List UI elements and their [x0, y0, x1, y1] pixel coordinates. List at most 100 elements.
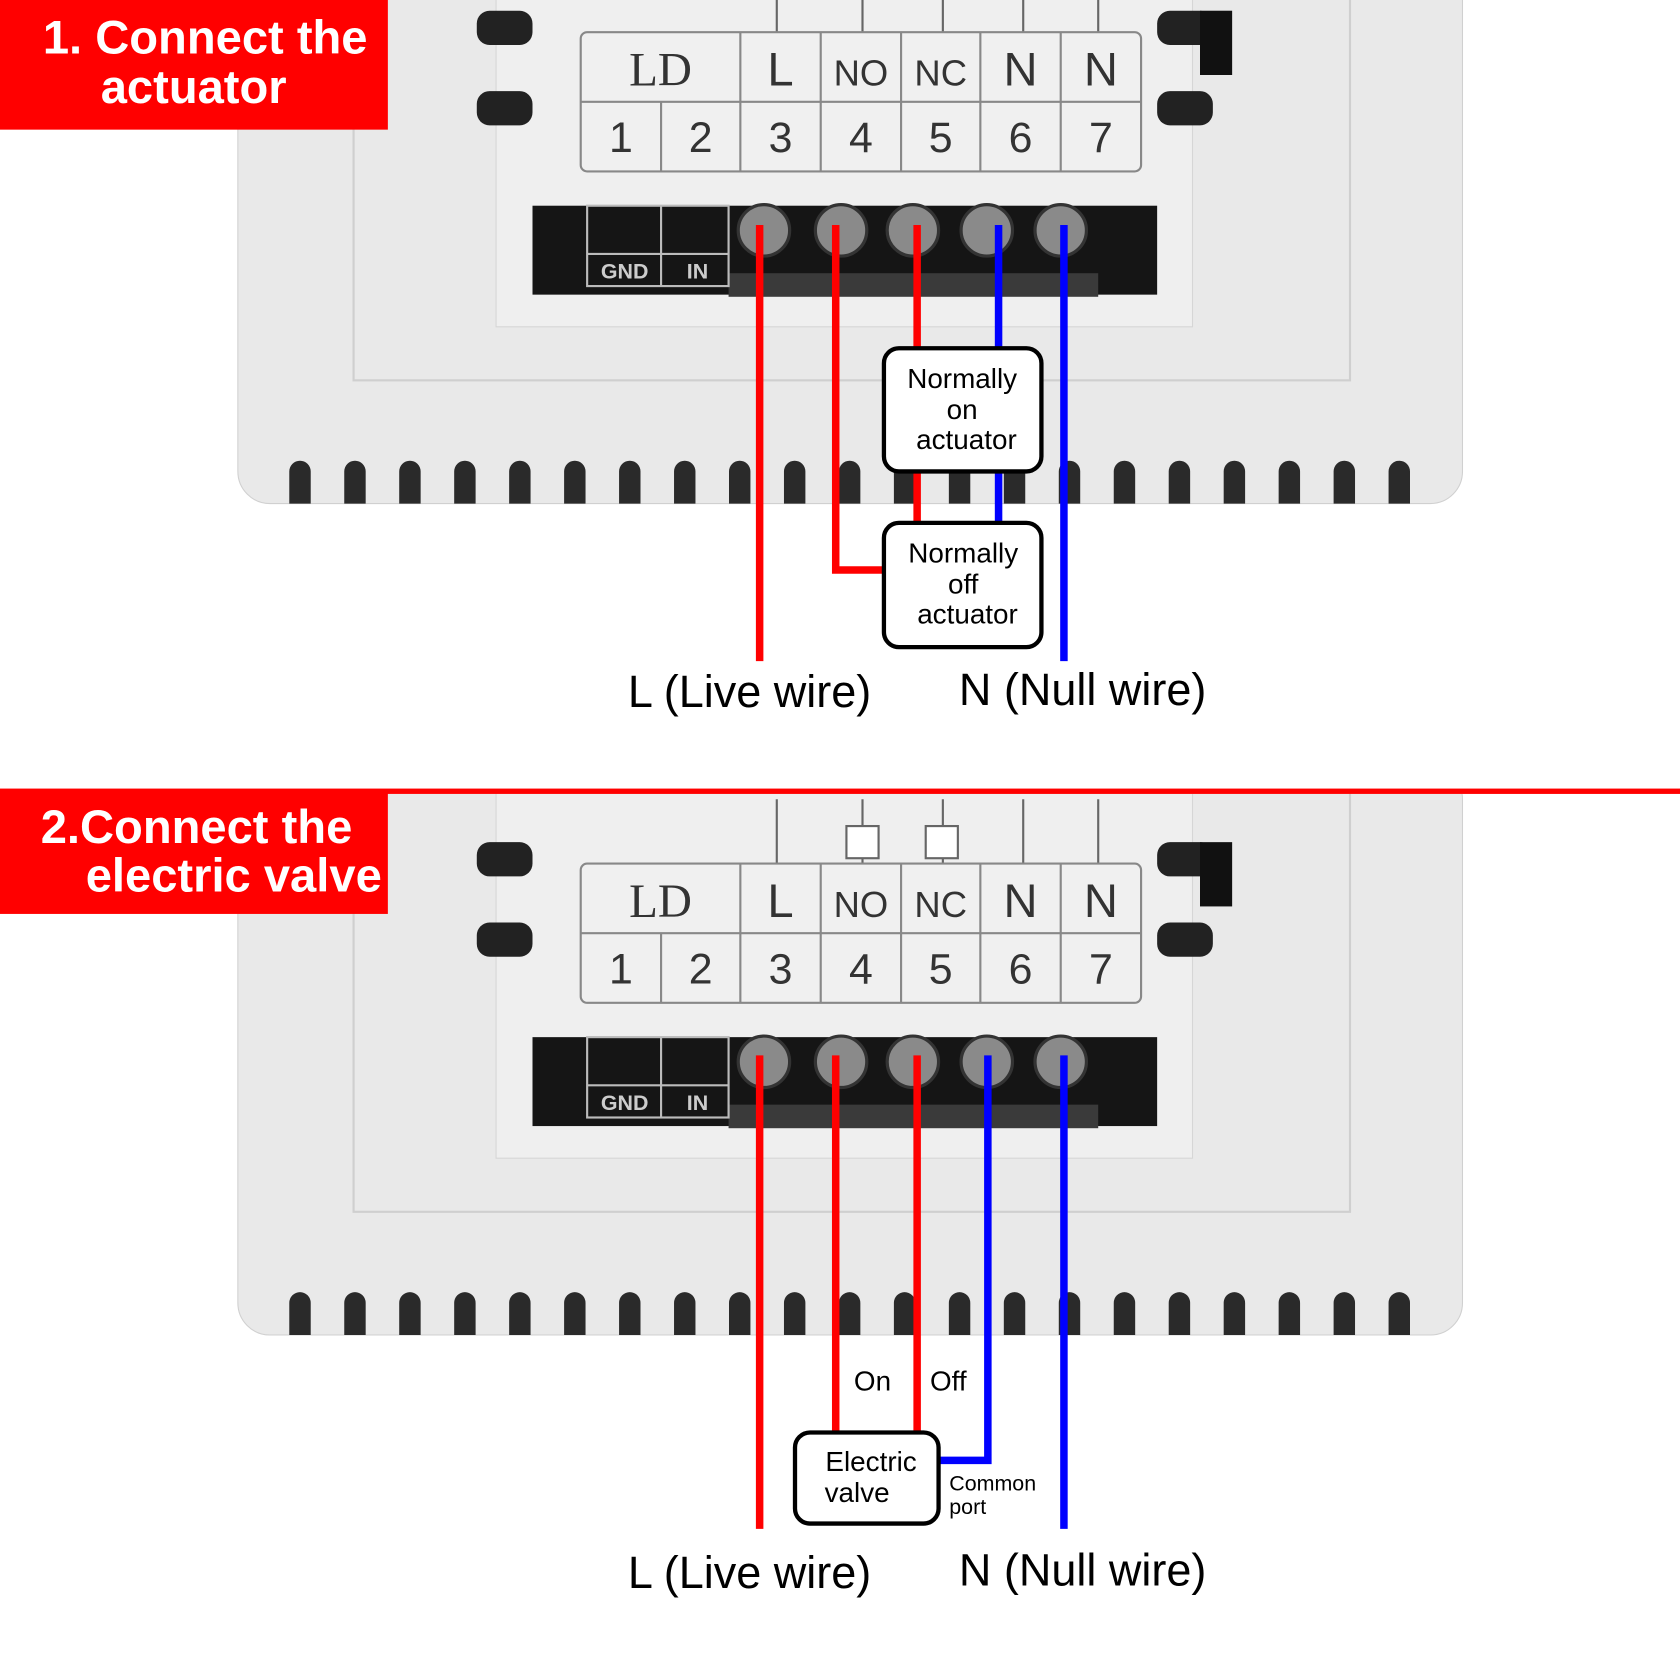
common-port-label: Common: [949, 1471, 1036, 1495]
wires: [755, 225, 1068, 1529]
panel2-title-line2: electric valve: [86, 848, 382, 901]
inner-frame: [352, 793, 1352, 1213]
terminal-number: 4: [849, 946, 873, 994]
vent-slot: [1388, 460, 1410, 504]
terminal-label: NO: [834, 53, 889, 94]
vent-slot: [729, 460, 751, 504]
vent-slot: [1278, 1292, 1301, 1335]
vent-slot: [399, 460, 421, 504]
vent-slot: [674, 1292, 696, 1335]
terminal-screw: [959, 203, 1015, 258]
normally-on-actuator-box: Normally on actuator: [881, 346, 1044, 474]
terminal-label: L: [767, 874, 793, 927]
vent-slot: [399, 1292, 421, 1335]
terminal-label: N: [1004, 43, 1038, 96]
vent-slot: [1333, 460, 1356, 504]
vent-slot: [783, 460, 806, 504]
vent-slot: [1113, 460, 1136, 504]
terminal-number: 4: [849, 114, 873, 162]
clip: [1157, 10, 1213, 45]
strip-box: [586, 1036, 730, 1119]
vent-slot: [619, 460, 641, 504]
vent-slot: [564, 1292, 586, 1335]
panel1-header: [0, 0, 388, 130]
normally-off-actuator-box: Normally off actuator: [881, 520, 1044, 650]
terminal-number: 6: [1009, 114, 1033, 162]
terminal-number: 1: [609, 114, 633, 162]
terminal-screw: [885, 203, 941, 258]
terminal-label: LD: [629, 45, 692, 97]
terminal-screw: [813, 1034, 869, 1090]
vent-slot: [1113, 1292, 1136, 1335]
vent-slot: [344, 460, 366, 504]
clip: [1157, 91, 1213, 126]
component: [924, 825, 959, 860]
vent-slot: [783, 1292, 806, 1335]
terminal-screw: [813, 203, 869, 258]
on-label: On: [854, 1366, 891, 1397]
clip: [476, 91, 533, 126]
panel1-title-line1: 1. Connect the: [43, 11, 368, 64]
strip-edge: [728, 273, 1099, 297]
terminal-number: 3: [769, 114, 793, 162]
clip: [476, 842, 533, 877]
panel-divider: [0, 788, 1680, 794]
strip-box: [586, 204, 730, 288]
vent-slot: [564, 460, 586, 504]
vent-slot: [1388, 1292, 1410, 1335]
box-text: Normally: [907, 363, 1017, 394]
inner-frame: [352, 0, 1352, 382]
box-text: off: [948, 569, 979, 600]
terminal-screw: [736, 203, 792, 258]
component: [845, 825, 880, 860]
vent-slot: [454, 1292, 476, 1335]
vent-slot: [1278, 460, 1301, 504]
clip: [1157, 842, 1213, 877]
electric-valve-box: Electric valve: [792, 1430, 941, 1526]
terminal-number: 5: [929, 946, 953, 994]
vent-slot: [344, 1292, 366, 1335]
vent-slot: [454, 460, 476, 504]
vent-slot: [1333, 1292, 1356, 1335]
panel2-title-line1: 2.Connect the: [41, 800, 353, 853]
vent-slot: [509, 1292, 531, 1335]
clip: [476, 10, 533, 45]
vent-slot: [893, 1292, 916, 1335]
vent-slot: [1223, 460, 1246, 504]
live-wire-label: L (Live wire): [628, 666, 871, 717]
terminal-label: N: [1004, 874, 1038, 927]
terminal-label: N: [1084, 43, 1118, 96]
vent-slot: [619, 1292, 641, 1335]
panel2-header: [0, 790, 388, 914]
terminal-number: 7: [1089, 946, 1113, 994]
vent-slot: [1003, 1292, 1026, 1335]
terminal-label: NO: [834, 884, 889, 925]
box-text: Normally: [908, 538, 1018, 569]
vent-slot: [838, 1292, 861, 1335]
box-text: actuator: [916, 424, 1017, 455]
strip-edge: [728, 1104, 1099, 1129]
strip-label: GND: [601, 1091, 649, 1115]
terminal-number: 2: [689, 114, 713, 162]
wire: [938, 1055, 992, 1465]
wire: [831, 225, 884, 574]
vent-slot: [289, 1292, 311, 1335]
box-text: Electric: [825, 1446, 916, 1477]
strip-label: IN: [687, 260, 708, 284]
clip: [1200, 10, 1233, 75]
box-text: valve: [825, 1477, 890, 1508]
vent-slot: [838, 460, 861, 504]
strip-label: GND: [601, 260, 649, 284]
clip: [476, 922, 533, 957]
terminal-number: 7: [1089, 114, 1113, 162]
vent-slot: [509, 460, 531, 504]
box-text: on: [947, 394, 978, 425]
vent-slot: [729, 1292, 751, 1335]
terminal-label: L: [767, 43, 793, 96]
terminal-label: NC: [914, 884, 967, 925]
vent-slot: [674, 460, 696, 504]
vent-slot: [1168, 460, 1191, 504]
null-wire-label: N (Null wire): [959, 664, 1206, 715]
